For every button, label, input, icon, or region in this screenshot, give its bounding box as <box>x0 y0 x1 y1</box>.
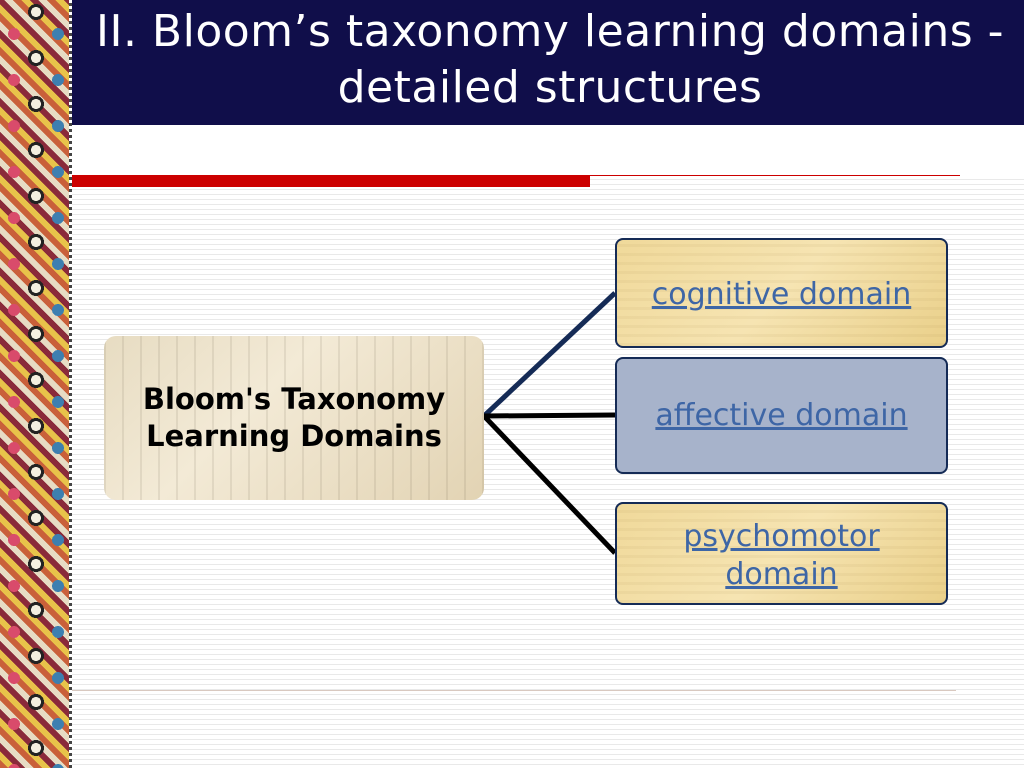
cognitive-domain-link[interactable]: cognitive domain <box>651 277 912 312</box>
connector-affective <box>483 412 616 419</box>
node-affective-domain[interactable]: affective domain <box>615 357 948 474</box>
affective-domain-link[interactable]: affective domain <box>655 398 908 433</box>
psychomotor-domain-link[interactable]: psychomotor domain <box>683 519 880 592</box>
root-node: Bloom's Taxonomy Learning Domains <box>104 336 484 500</box>
accent-bar <box>72 175 590 187</box>
connector-cognitive <box>482 291 617 418</box>
node-psychomotor-domain[interactable]: psychomotor domain <box>615 502 948 605</box>
slide-title: II. Bloom’s taxonomy learning domains - … <box>95 6 1004 113</box>
decorative-side-border <box>0 0 72 768</box>
title-bar <box>72 0 1024 125</box>
root-label: Bloom's Taxonomy Learning Domains <box>142 382 446 453</box>
connector-psychomotor <box>482 414 617 555</box>
bottom-rule <box>72 690 956 691</box>
title-strip <box>72 125 1024 175</box>
accent-line <box>590 175 960 176</box>
node-cognitive-domain[interactable]: cognitive domain <box>615 238 948 348</box>
